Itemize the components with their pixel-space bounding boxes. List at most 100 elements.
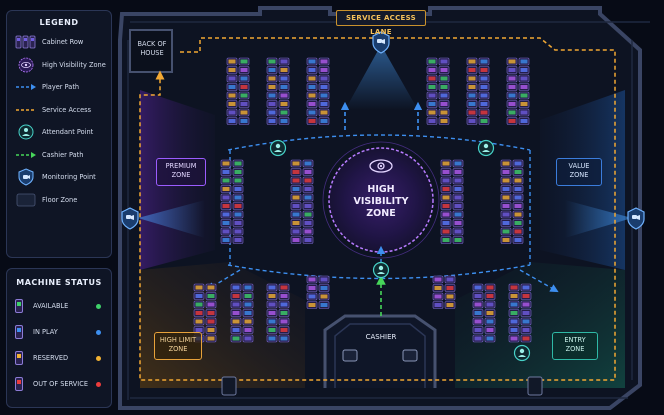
legend-item-cabinet-row: Cabinet Row: [13, 31, 111, 54]
slot-cabinet: [302, 219, 314, 227]
slot-cabinet: [484, 334, 496, 343]
slot-cabinet: [242, 326, 254, 334]
slot-cabinet: [242, 283, 254, 292]
attendant-points: [269, 139, 531, 362]
machine-status-title: MACHINE STATUS: [16, 278, 102, 287]
slot-cabinet: [512, 202, 524, 210]
slot-cabinet: [302, 185, 314, 193]
slot-cabinet: [512, 168, 524, 176]
monitoring-points: [121, 31, 645, 230]
slot-cabinet: [266, 117, 278, 125]
slot-cabinet: [193, 326, 205, 334]
slot-cabinet: [230, 334, 242, 343]
cabinet-rows: [193, 57, 532, 343]
monitoring-beam-right: [565, 200, 632, 238]
slot-cabinet: [484, 326, 496, 334]
slot-cabinet: [520, 317, 532, 326]
slot-cabinet: [500, 176, 512, 185]
slot-cabinet: [220, 185, 232, 193]
doorway-icon: [527, 376, 543, 396]
status-reserved: RESERVED: [15, 345, 111, 371]
camera-shield-icon: [627, 207, 645, 230]
slot-cabinet: [518, 66, 530, 74]
slot-cabinet: [220, 210, 232, 219]
slot-cabinet: [452, 227, 464, 236]
eye-icon: [369, 159, 393, 173]
slot-cabinet: [478, 91, 490, 100]
slot-cabinet: [278, 292, 290, 300]
slot-cabinet: [278, 91, 290, 100]
slot-cabinet: [466, 83, 478, 91]
slot-cabinet: [238, 57, 250, 66]
slot-cabinet: [466, 100, 478, 108]
slot-cabinet: [318, 284, 330, 292]
slot-cabinet: [232, 219, 244, 227]
slot-cabinet: [238, 74, 250, 83]
slot-cabinet: [232, 193, 244, 202]
legend-item-player-path: Player Path: [13, 76, 111, 99]
status-cabinet-icon: [15, 325, 23, 339]
slot-cabinet: [226, 100, 238, 108]
slot-cabinet: [290, 159, 302, 168]
cashier-structure: [323, 314, 437, 388]
legend-item-attendant-point: Attendant Point: [13, 121, 111, 144]
slot-cabinet: [220, 176, 232, 185]
legend-item-cashier-path: Cashier Path: [13, 144, 111, 167]
slot-cabinet: [302, 236, 314, 244]
slot-cabinet: [444, 292, 456, 301]
slot-cabinet: [440, 176, 452, 185]
slot-cabinet: [306, 100, 318, 108]
slot-cabinet: [472, 326, 484, 334]
slot-cabinet: [238, 83, 250, 91]
slot-cabinet: [438, 100, 450, 108]
slot-cabinet: [278, 66, 290, 74]
slot-cabinet: [220, 168, 232, 176]
slot-cabinet: [426, 57, 438, 66]
slot-cabinet: [426, 100, 438, 108]
slot-cabinet: [500, 202, 512, 210]
cabinet-row-icon: [13, 33, 39, 51]
slot-cabinet: [518, 74, 530, 83]
slot-cabinet: [232, 176, 244, 185]
slot-cabinet: [452, 219, 464, 227]
slot-cabinet: [306, 301, 318, 309]
slot-cabinet: [205, 317, 217, 326]
slot-cabinet: [508, 334, 520, 343]
attendant-icon: [269, 139, 287, 157]
slot-cabinet: [266, 83, 278, 91]
slot-cabinet: [506, 83, 518, 91]
service-access-lane-label: SERVICE ACCESS LANE: [336, 10, 426, 36]
slot-cabinet: [290, 176, 302, 185]
machine-status-panel: MACHINE STATUS AVAILABLE IN PLAY RESERVE…: [6, 268, 112, 408]
slot-cabinet: [266, 283, 278, 292]
slot-cabinet: [266, 57, 278, 66]
back-of-house-label: BACK OF HOUSE: [137, 40, 167, 57]
slot-cabinet: [508, 309, 520, 317]
slot-cabinet: [318, 100, 330, 108]
slot-cabinet: [205, 326, 217, 334]
slot-cabinet: [226, 66, 238, 74]
slot-cabinet: [484, 283, 496, 292]
slot-cabinet: [278, 100, 290, 108]
slot-cabinet: [518, 100, 530, 108]
premium-zone-label: PREMIUM ZONE: [156, 158, 206, 186]
slot-cabinet: [438, 74, 450, 83]
cashier-window-icon: [402, 349, 418, 362]
status-out-of-service: OUT OF SERVICE: [15, 371, 111, 397]
status-in-play: IN PLAY: [15, 319, 111, 345]
slot-cabinet: [226, 83, 238, 91]
slot-cabinet: [266, 309, 278, 317]
slot-cabinet: [278, 317, 290, 326]
slot-cabinet: [506, 117, 518, 125]
slot-cabinet: [518, 108, 530, 117]
slot-cabinet: [220, 193, 232, 202]
slot-cabinet: [478, 100, 490, 108]
slot-cabinet: [302, 159, 314, 168]
slot-cabinet: [466, 108, 478, 117]
slot-cabinet: [500, 159, 512, 168]
slot-cabinet: [238, 100, 250, 108]
slot-cabinet: [432, 292, 444, 301]
slot-cabinet: [205, 283, 217, 292]
slot-cabinet: [472, 292, 484, 300]
